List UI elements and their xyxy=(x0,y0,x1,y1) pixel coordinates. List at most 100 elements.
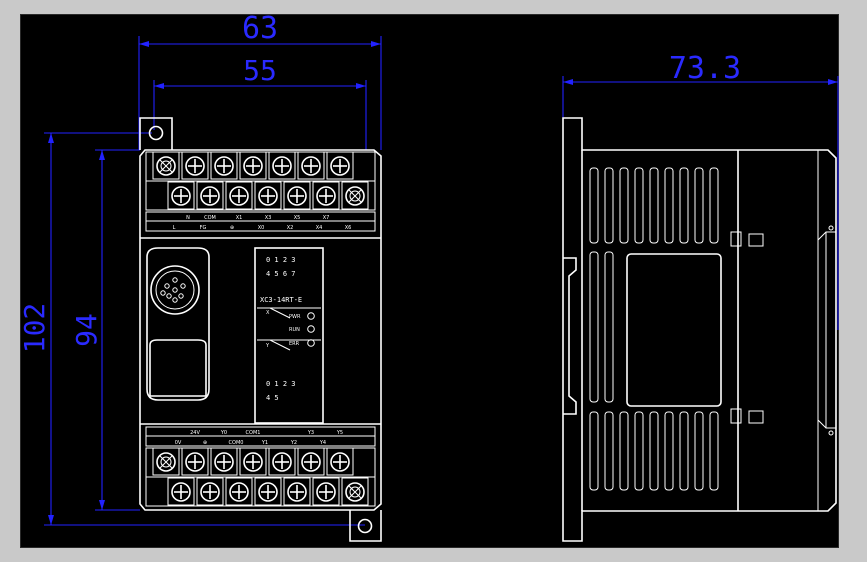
dimension-55: 55 xyxy=(153,54,367,150)
dimension-63: 63 xyxy=(138,11,382,150)
upper-latch-tab xyxy=(748,233,764,247)
port-pin xyxy=(172,287,178,293)
top-terminal-row2 xyxy=(167,181,369,210)
top-terminal-row1 xyxy=(152,151,354,180)
terminal-screw[interactable] xyxy=(167,181,195,210)
terminal-screw[interactable] xyxy=(268,447,296,476)
terminal-label: Y0 xyxy=(220,430,227,436)
terminal-label: Y1 xyxy=(261,440,268,446)
dim-63-label: 63 xyxy=(242,11,278,46)
port-cover[interactable] xyxy=(149,339,207,397)
terminal-screw[interactable] xyxy=(326,447,354,476)
bottom-mount-hole xyxy=(357,518,373,534)
terminal-label: ⊕ xyxy=(230,225,234,231)
port-pin xyxy=(172,297,178,303)
err-led xyxy=(307,339,315,347)
terminal-label: X1 xyxy=(236,215,243,221)
terminal-screw[interactable] xyxy=(268,151,296,180)
plc-body xyxy=(139,149,382,511)
vent-slot xyxy=(604,167,614,244)
terminal-screw[interactable] xyxy=(167,477,195,506)
terminal-screw[interactable] xyxy=(239,151,267,180)
port-pin xyxy=(160,290,166,296)
vent-slot xyxy=(589,411,599,491)
vent-slot xyxy=(589,251,599,403)
terminal-screw[interactable] xyxy=(181,447,209,476)
top-mount-hole xyxy=(148,125,164,141)
terminal-label: L xyxy=(173,225,176,231)
status-led-run-label: RUN xyxy=(289,327,300,333)
terminal-label: Y3 xyxy=(307,430,314,436)
vent-slot xyxy=(694,411,704,491)
terminal-screw[interactable] xyxy=(254,181,282,210)
lower-latch-tab xyxy=(748,410,764,424)
vent-slot xyxy=(649,167,659,244)
terminal-screw[interactable] xyxy=(210,151,238,180)
side-label-recess xyxy=(626,253,722,407)
terminal-screw[interactable] xyxy=(196,477,224,506)
terminal-label: 0V xyxy=(175,440,182,446)
bottom-terminal-row2 xyxy=(167,477,369,506)
terminal-screw[interactable] xyxy=(312,477,340,506)
terminal-label: X4 xyxy=(316,225,323,231)
comm-port-pins xyxy=(160,277,186,303)
vent-slot xyxy=(604,411,614,491)
terminal-label: COM xyxy=(204,215,216,221)
terminal-screw[interactable] xyxy=(152,447,180,476)
top-mount-ear xyxy=(139,117,173,150)
din-rail-clip xyxy=(563,257,577,415)
terminal-screw[interactable] xyxy=(341,181,369,210)
run-led xyxy=(307,325,315,333)
terminal-screw[interactable] xyxy=(297,447,325,476)
terminal-screw[interactable] xyxy=(196,181,224,210)
dimension-73-3: 73.3 xyxy=(562,51,839,330)
port-housing xyxy=(146,247,210,401)
output-led-row2: 4 5 xyxy=(266,394,279,402)
dim-102-label: 102 xyxy=(18,303,51,354)
port-pin xyxy=(172,277,178,283)
dim-94-label: 94 xyxy=(70,313,103,347)
terminal-screw[interactable] xyxy=(326,151,354,180)
terminal-screw[interactable] xyxy=(297,151,325,180)
upper-latch xyxy=(730,231,742,247)
vent-slot xyxy=(709,411,719,491)
indicator-panel xyxy=(254,247,324,424)
terminal-screw[interactable] xyxy=(341,477,369,506)
vent-slot xyxy=(664,411,674,491)
vent-slot xyxy=(649,411,659,491)
vent-slot xyxy=(634,411,644,491)
dimension-94: 94 xyxy=(70,149,140,511)
side-view xyxy=(562,117,837,542)
terminal-screw[interactable] xyxy=(225,181,253,210)
status-leds: PWR RUN ERR xyxy=(289,312,315,347)
port-pin xyxy=(164,283,170,289)
marker-y: Y xyxy=(265,343,270,349)
input-led-row2: 4 5 6 7 xyxy=(266,270,296,278)
terminal-screw[interactable] xyxy=(283,181,311,210)
port-pin xyxy=(180,283,186,289)
terminal-screw[interactable] xyxy=(283,477,311,506)
terminal-screw[interactable] xyxy=(181,151,209,180)
terminal-label: X5 xyxy=(294,215,301,221)
status-led-err-label: ERR xyxy=(289,341,300,347)
vent-slot xyxy=(664,167,674,244)
terminal-screw[interactable] xyxy=(239,447,267,476)
terminal-label: COM1 xyxy=(246,430,261,436)
terminal-label: Y5 xyxy=(336,430,343,436)
dim-73-3-label: 73.3 xyxy=(669,51,741,86)
lower-latch xyxy=(730,408,742,424)
vent-slot xyxy=(679,167,689,244)
comm-port[interactable] xyxy=(150,265,200,315)
terminal-screw[interactable] xyxy=(152,151,180,180)
terminal-screw[interactable] xyxy=(210,447,238,476)
terminal-screw[interactable] xyxy=(254,477,282,506)
terminal-screw[interactable] xyxy=(225,477,253,506)
dim-55-label: 55 xyxy=(243,54,277,87)
terminal-screw[interactable] xyxy=(312,181,340,210)
port-pin xyxy=(166,293,172,299)
dimension-102: 102 xyxy=(18,132,365,526)
terminal-label: X6 xyxy=(345,225,352,231)
vent-slot xyxy=(679,411,689,491)
marker-x: X xyxy=(266,310,270,316)
